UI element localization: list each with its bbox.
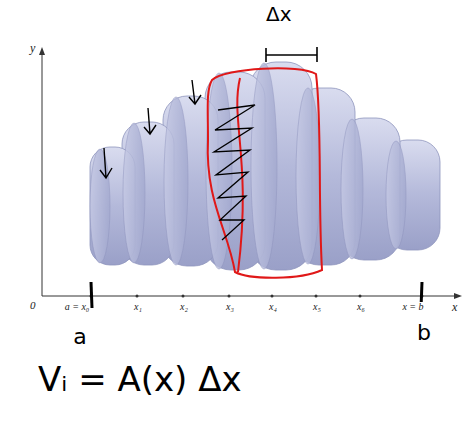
tick-label: x₃ — [225, 302, 235, 312]
handwritten-formula: Vᵢ = A(x) Δx — [38, 362, 242, 396]
axis-label: x — [452, 301, 457, 313]
tick-label: x = b — [401, 302, 424, 312]
axis-label: y — [30, 42, 35, 54]
handwritten-note: a — [73, 326, 86, 348]
tick-label: x₁ — [133, 302, 143, 312]
tick-label: x₅ — [312, 302, 322, 312]
handwritten-note: b — [417, 322, 431, 344]
tick-label: x₂ — [179, 302, 189, 312]
origin-label: 0 — [30, 300, 36, 311]
tick-label: a = x₀ — [64, 302, 91, 312]
tick-label: x₄ — [268, 302, 278, 312]
tick-label: x₆ — [356, 302, 366, 312]
handwritten-note: Δx — [266, 4, 292, 24]
